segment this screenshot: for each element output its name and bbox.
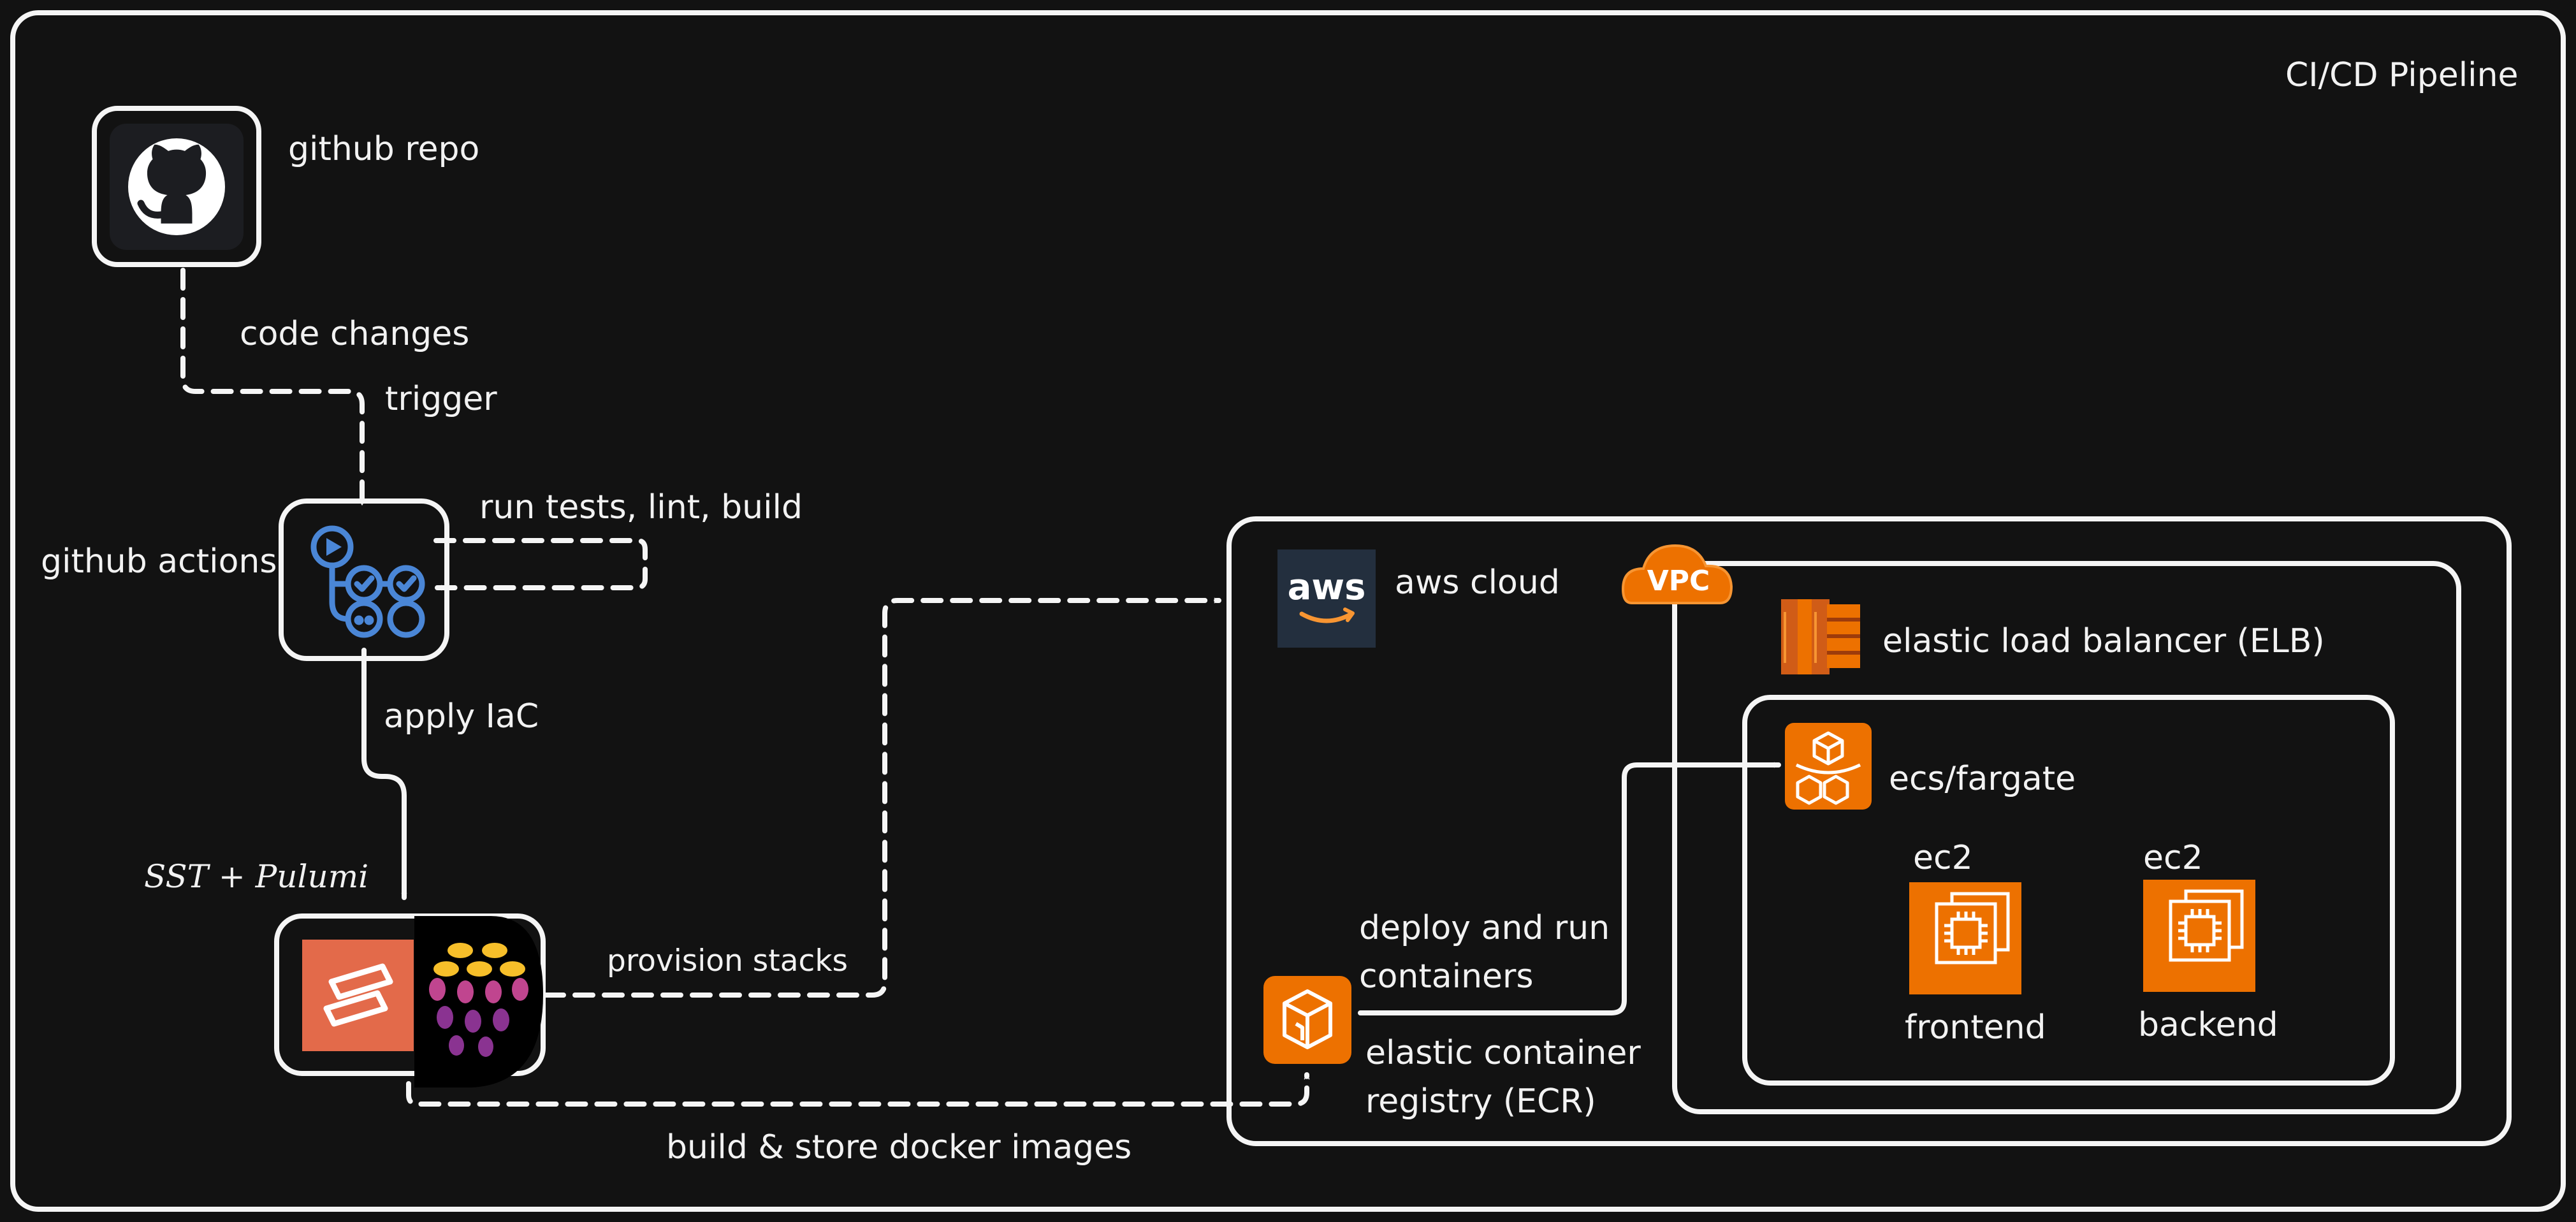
pipeline-frame [10,10,2566,1212]
build-store-label: build & store docker images [666,1128,1132,1167]
ec2-backend-tag: ec2 [2143,839,2203,877]
aws-cloud-label: aws cloud [1395,564,1560,602]
github-actions-label: github actions [41,542,277,581]
elb-label: elastic load balancer (ELB) [1882,622,2325,660]
iac-label: SST + Pulumi [144,858,369,895]
ec2-frontend-tag: ec2 [1913,839,1973,877]
aws-cloud-group[interactable] [1226,516,2512,1146]
github-actions-node[interactable] [279,498,449,661]
frontend-label: frontend [1905,1008,2046,1047]
ecr-label: elastic container registry (ECR) [1365,1029,1641,1126]
sst-icon [302,940,414,1051]
pulumi-icon [414,916,543,1087]
ecs-fargate-icon [1785,723,1872,810]
ecr-icon [1263,976,1351,1064]
code-changes-edge[interactable] [180,268,365,507]
vpc-group[interactable] [1672,561,2461,1114]
run-tests-edge[interactable] [433,538,648,591]
deploy-line-1: deploy and run [1359,909,1610,947]
run-tests-label: run tests, lint, build [479,488,803,527]
apply-iac-label: apply IaC [384,697,539,736]
ecs-label: ecs/fargate [1889,760,2076,798]
iac-node[interactable] [274,913,546,1087]
github-actions-icon [310,525,425,638]
github-icon [128,138,225,235]
deploy-containers-label: deploy and run containers [1359,904,1610,1001]
apply-iac-edge[interactable] [361,648,407,900]
aws-logo-icon: aws [1277,549,1376,648]
vpc-cloud-icon: VPC [1621,544,1733,604]
elb-icon [1781,599,1860,674]
ecr-line-1: elastic container [1365,1034,1641,1072]
svg-text:VPC: VPC [1647,565,1710,597]
ecs-group[interactable] [1742,695,2395,1086]
ec2-frontend-icon [1909,882,2021,994]
deploy-line-2: containers [1359,957,1534,996]
github-repo-label: github repo [288,130,480,168]
ec2-backend-icon [2143,880,2255,992]
pipeline-title: CI/CD Pipeline [2285,56,2519,94]
trigger-label: trigger [385,380,497,418]
ecr-line-2: registry (ECR) [1365,1082,1596,1121]
backend-label: backend [2138,1006,2278,1044]
provision-stacks-label: provision stacks [607,943,848,978]
code-changes-label: code changes [240,315,470,353]
svg-text:aws: aws [1288,567,1366,608]
build-store-edge[interactable] [406,1072,1310,1107]
github-repo-node[interactable] [92,106,261,267]
deploy-containers-edge[interactable] [1358,762,1781,1015]
provision-stacks-edge[interactable] [543,597,1221,998]
